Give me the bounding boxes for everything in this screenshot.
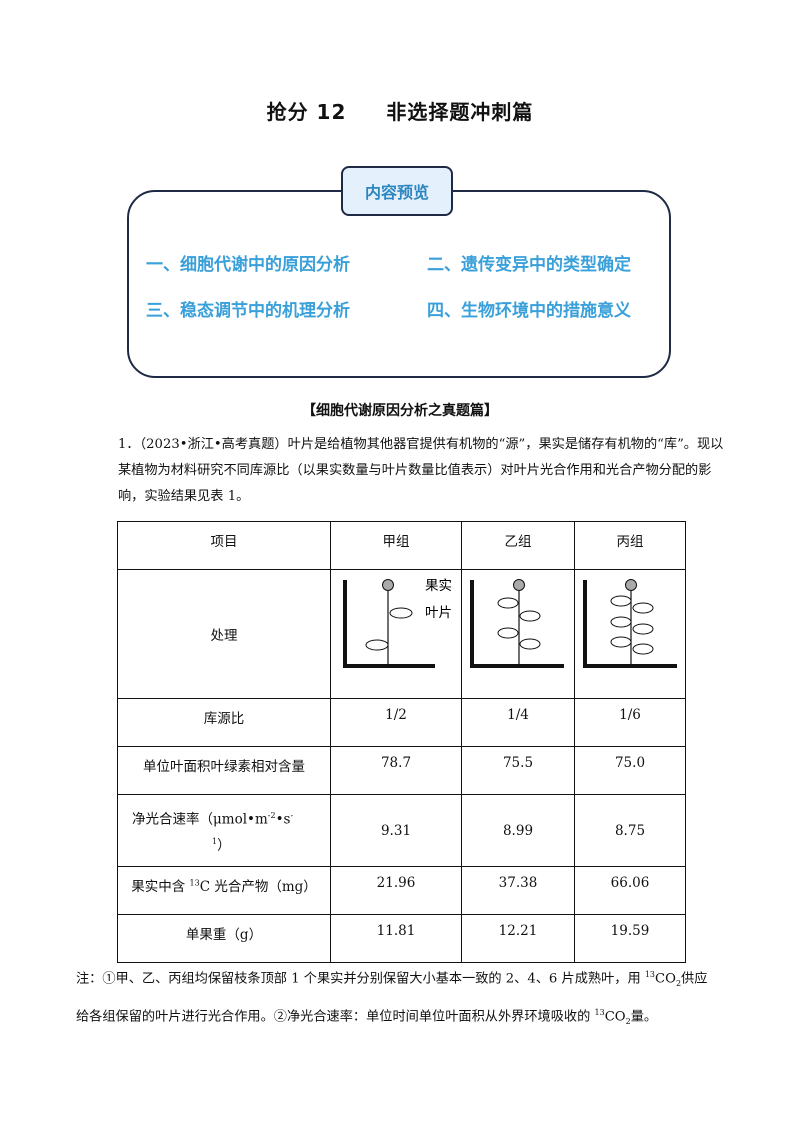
leaf-icon: [389, 607, 413, 619]
title-right: 非选择题冲刺篇: [386, 100, 534, 124]
plant-c-svg: [583, 579, 677, 668]
leaf-icon: [497, 597, 519, 609]
leaf-icon: [632, 623, 654, 635]
leaf-icon: [519, 638, 541, 650]
table-row: 单位叶面积叶绿素相对含量 78.7 75.5 75.0: [117, 746, 686, 795]
row-label-fruit-c13: 果实中含 13C 光合产物（mg）: [117, 866, 331, 915]
fruit-label: 果实: [425, 578, 452, 594]
leaf-icon: [610, 595, 632, 607]
row-label: 单果重（g）: [117, 914, 331, 963]
leaf-icon: [519, 610, 541, 622]
leaf-icon: [497, 627, 519, 639]
leaf-icon: [365, 639, 389, 651]
cell-value: 1/6: [574, 698, 686, 747]
table-row: 果实中含 13C 光合产物（mg） 21.96 37.38 66.06: [117, 866, 686, 915]
table-row: 单果重（g） 11.81 12.21 19.59: [117, 914, 686, 963]
toc-item-1: 一、细胞代谢中的原因分析: [146, 255, 350, 275]
plant-a-svg: 果实 叶片: [343, 578, 452, 668]
note-line-1: 注：①甲、乙、丙组均保留枝条顶部 1 个果实并分别保留大小基本一致的 2、4、6…: [76, 970, 708, 989]
header-group-a: 甲组: [330, 521, 462, 570]
cell-value: 78.7: [330, 746, 462, 795]
toc-item-4: 四、生物环境中的措施意义: [427, 301, 631, 321]
leaf-icon: [610, 636, 632, 648]
table-row: 净光合速率（μmol•m-2•s- 1） 9.31 8.99 8.75: [117, 794, 686, 867]
cell-value: 1/4: [461, 698, 575, 747]
toc-item-2: 二、遗传变异中的类型确定: [427, 255, 631, 275]
cell-value: 9.31: [330, 794, 462, 867]
cell-value: 21.96: [330, 866, 462, 915]
header-item: 项目: [117, 521, 331, 570]
cell-value: 11.81: [330, 914, 462, 963]
leaf-label: 叶片: [425, 605, 452, 621]
leaf-icon: [610, 616, 632, 628]
treatment-label: 处理: [117, 569, 331, 699]
title-left: 抢分 12: [266, 100, 347, 124]
header-group-c: 丙组: [574, 521, 686, 570]
cell-value: 8.75: [574, 794, 686, 867]
content-preview-label: 内容预览: [364, 183, 429, 202]
plant-diagram-c: [574, 569, 686, 699]
fruit-icon: [625, 579, 637, 591]
cell-value: 75.0: [574, 746, 686, 795]
cell-value: 37.38: [461, 866, 575, 915]
content-preview-tab: 内容预览: [341, 166, 453, 216]
note-line-2: 给各组保留的叶片进行光合作用。②净光合速率：单位时间单位叶面积从外界环境吸收的 …: [76, 1008, 658, 1027]
row-label: 单位叶面积叶绿素相对含量: [117, 746, 331, 795]
cell-value: 66.06: [574, 866, 686, 915]
cell-value: 75.5: [461, 746, 575, 795]
content-preview-box: [127, 190, 671, 378]
fruit-icon: [513, 579, 525, 591]
leaf-icon: [632, 602, 654, 614]
plant-diagram-b: [461, 569, 575, 699]
section-heading: 【细胞代谢原因分析之真题篇】: [302, 403, 498, 419]
table-notes: 注：①甲、乙、丙组均保留枝条顶部 1 个果实并分别保留大小基本一致的 2、4、6…: [76, 960, 736, 1036]
row-label: 库源比: [117, 698, 331, 747]
question-text: 1．（2023•浙江•高考真题）叶片是给植物其他器官提供有机物的“源”，果实是储…: [118, 437, 724, 504]
cell-value: 19.59: [574, 914, 686, 963]
toc-item-3: 三、稳态调节中的机理分析: [146, 301, 350, 321]
cell-value: 8.99: [461, 794, 575, 867]
table-row: 库源比 1/2 1/4 1/6: [117, 698, 686, 747]
row-label-net-rate: 净光合速率（μmol•m-2•s- 1）: [117, 794, 331, 867]
table-header-row: 项目 甲组 乙组 丙组: [117, 521, 686, 570]
cell-value: 12.21: [461, 914, 575, 963]
fruit-icon: [382, 579, 394, 591]
plant-diagram-a: 果实 叶片: [330, 569, 462, 699]
results-table: 项目 甲组 乙组 丙组 处理 果实 叶片: [117, 521, 686, 963]
header-group-b: 乙组: [461, 521, 575, 570]
leaf-icon: [632, 643, 654, 655]
plant-b-svg: [470, 579, 564, 668]
table-row-treatment: 处理 果实 叶片: [117, 569, 686, 699]
cell-value: 1/2: [330, 698, 462, 747]
page-title: 抢分 12 非选择题冲刺篇: [0, 96, 800, 125]
